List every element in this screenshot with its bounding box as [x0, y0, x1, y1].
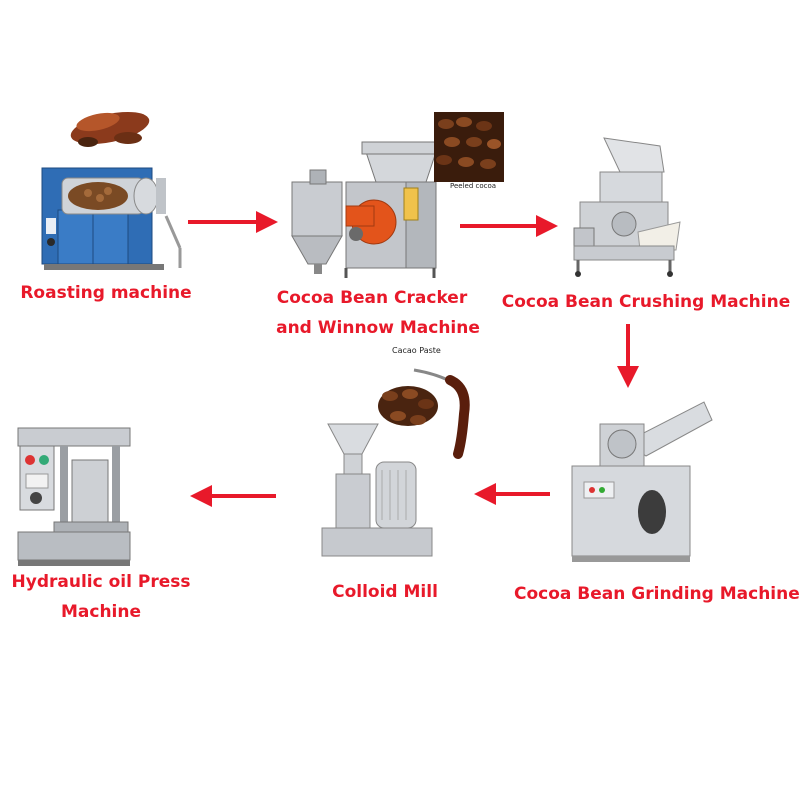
roasting-machine-image — [41, 111, 182, 270]
hydraulic-press-image — [17, 427, 131, 566]
hydraulic-press-label-line2: Machine — [60, 602, 142, 622]
colloid-mill-label: Colloid Mill — [332, 582, 438, 602]
cracker-winnow-label-line2: and Winnow Machine — [276, 318, 480, 338]
cracker-winnow-machine-image — [291, 112, 504, 278]
cacao-paste-caption: Cacao Paste — [392, 346, 441, 355]
arrow-left-2 — [190, 485, 276, 507]
arrow-left-1 — [474, 483, 550, 505]
roasting-machine-label: Roasting machine — [20, 283, 192, 303]
arrow-down — [617, 324, 639, 388]
grinding-machine-label: Cocoa Bean Grinding Machine — [514, 584, 800, 604]
crushing-machine-label: Cocoa Bean Crushing Machine — [501, 292, 791, 312]
arrow-right-2 — [460, 215, 558, 237]
arrow-right-1 — [188, 211, 278, 233]
grinding-machine-image — [571, 401, 713, 562]
crushing-machine-image — [573, 137, 681, 277]
peeled-cocoa-caption: Peeled cocoa — [450, 182, 497, 190]
hydraulic-press-label-line1: Hydraulic oil Press — [11, 572, 191, 592]
cracker-winnow-label-line1: Cocoa Bean Cracker — [276, 288, 468, 308]
colloid-mill-image — [321, 368, 470, 557]
